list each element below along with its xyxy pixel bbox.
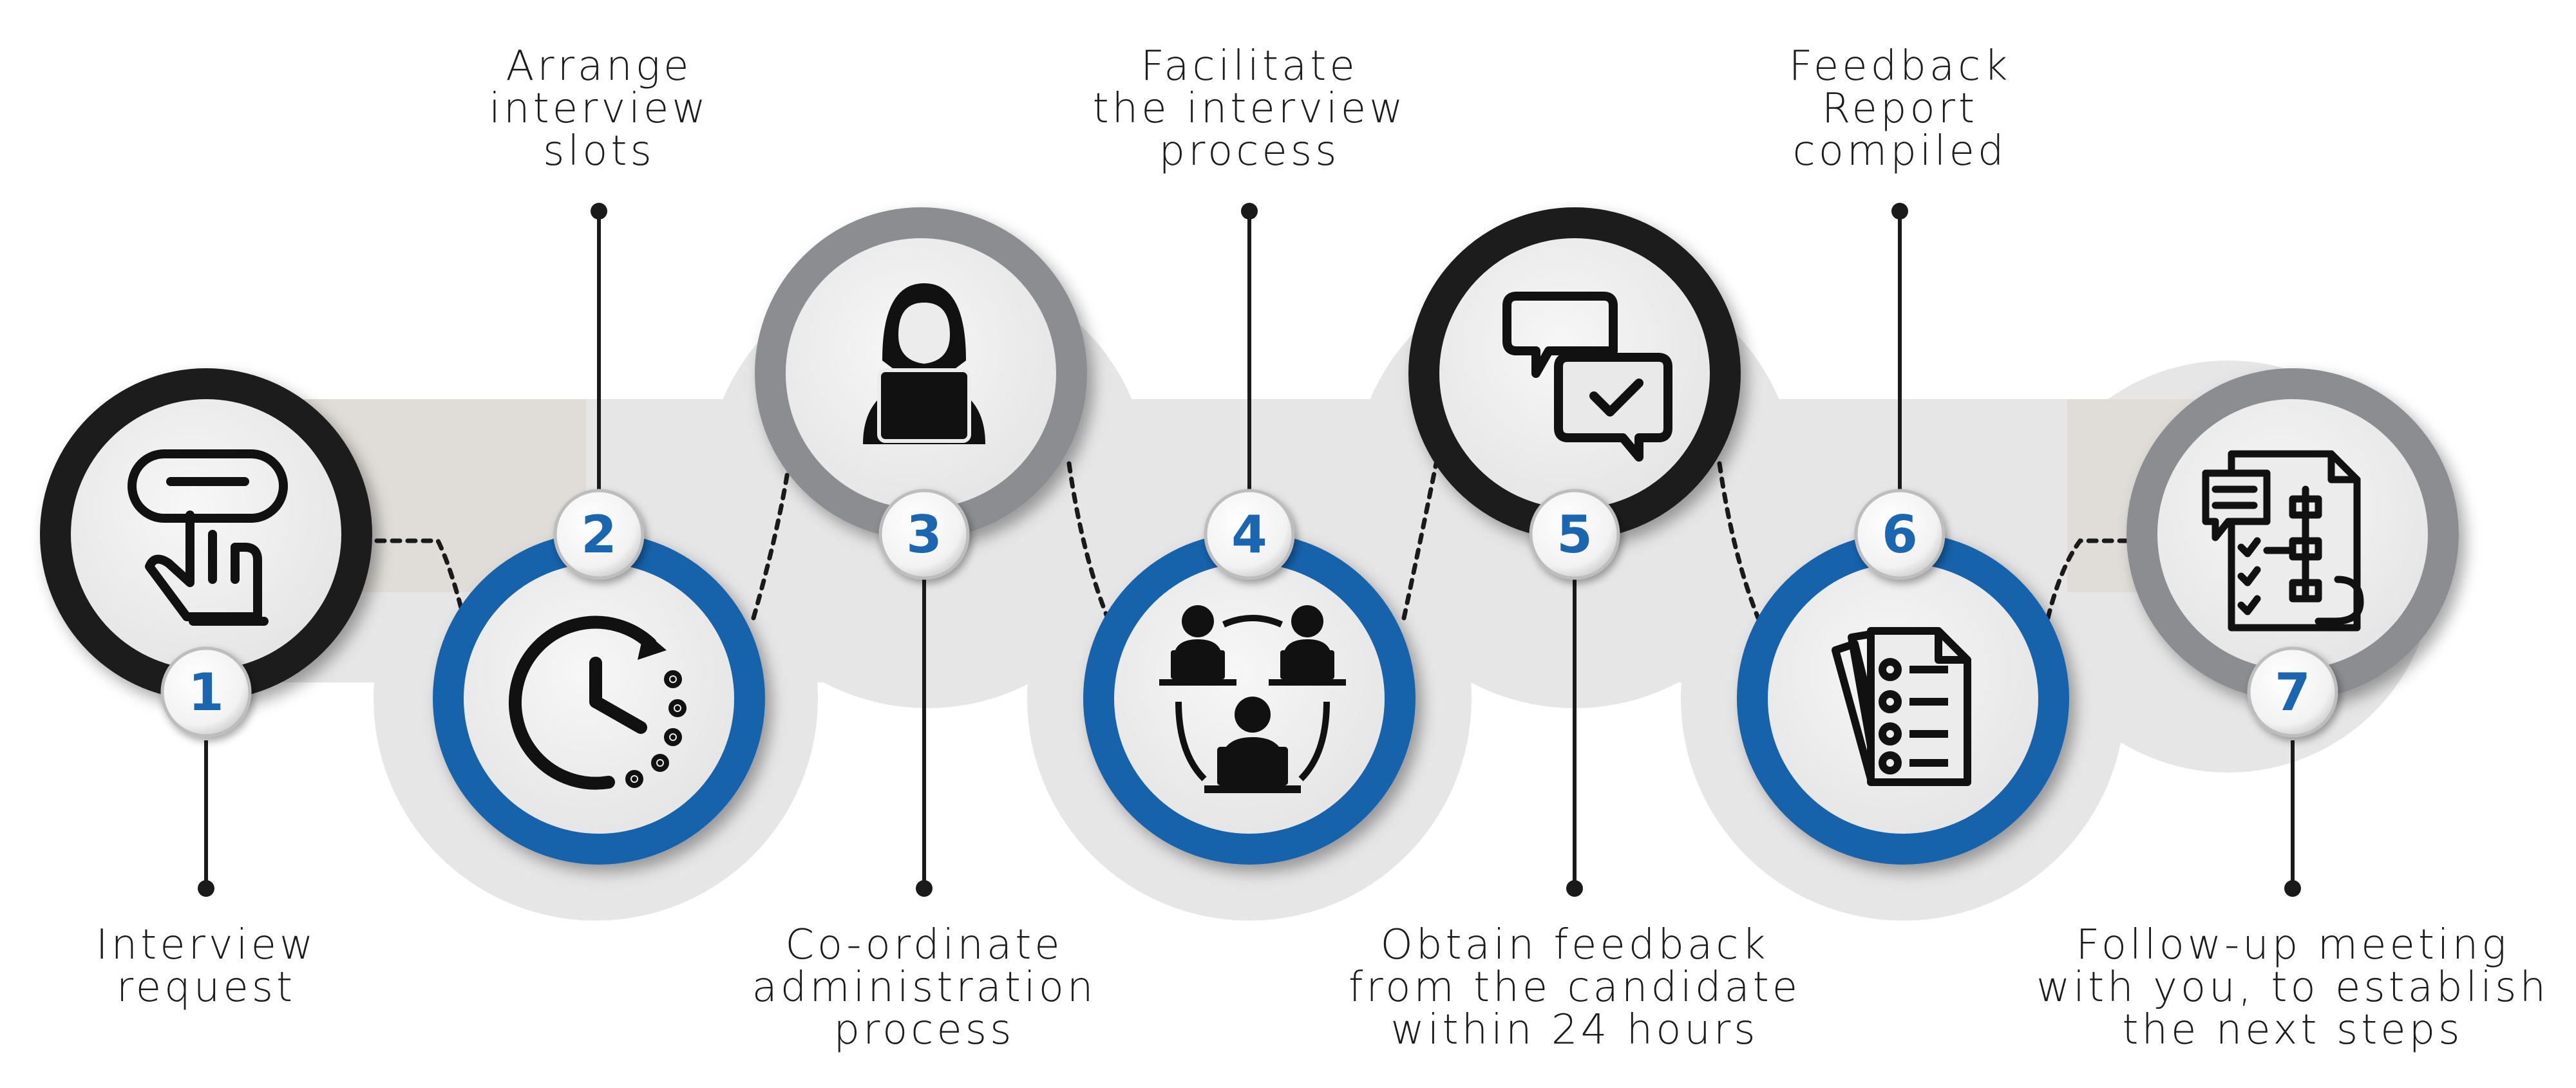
documents-icon (1832, 627, 1971, 786)
video-meeting-icon (1159, 605, 1346, 793)
step-2-number: 2 (581, 505, 617, 565)
step-1-node (40, 368, 372, 700)
step-5-node (1408, 207, 1741, 539)
step-6-node (1737, 532, 2069, 865)
dotted-connectors (374, 461, 2134, 621)
step-7-badge: 7 (2247, 646, 2338, 738)
step-5-badge: 5 (1529, 489, 1620, 580)
step-4-number: 4 (1231, 505, 1267, 565)
step-3-label: Co-ordinate administration process (752, 921, 1097, 1054)
step-7-node (2126, 368, 2459, 700)
step-6-badge: 6 (1854, 489, 1946, 580)
step-1-label: Interview request (95, 921, 317, 1011)
step-5-label: Obtain feedback from the candidate withi… (1348, 921, 1801, 1054)
step-1-badge: 1 (160, 646, 252, 738)
clock-icon (509, 615, 687, 790)
step-6-label: Feedback Report compiled (1788, 42, 2011, 175)
step-2-node (433, 532, 765, 865)
step-2-label: Arrange interview slots (489, 42, 709, 175)
step-3-number: 3 (906, 505, 942, 565)
step-3-badge: 3 (878, 489, 970, 580)
leader-dots (198, 203, 2301, 897)
step-5-number: 5 (1557, 505, 1593, 565)
step-7-label: Follow-up meeting with you, to establish… (2036, 921, 2550, 1054)
laptop-user-icon (863, 283, 985, 444)
step-7-number: 7 (2275, 662, 2311, 722)
step-2-badge: 2 (553, 489, 645, 580)
chat-check-icon (1502, 292, 1672, 462)
step-3-node (755, 207, 1087, 539)
touch-button-icon (128, 449, 288, 626)
leader-lines (204, 212, 2295, 888)
step-4-badge: 4 (1204, 489, 1295, 580)
flowchart-checklist-icon (2202, 450, 2364, 632)
step-4-node (1083, 532, 1416, 865)
step-6-number: 6 (1882, 505, 1918, 565)
step-1-number: 1 (188, 662, 224, 722)
step-4-label: Facilitate the interview process (1092, 42, 1406, 175)
step-badges: 1 2 3 4 5 6 7 (160, 489, 2338, 738)
